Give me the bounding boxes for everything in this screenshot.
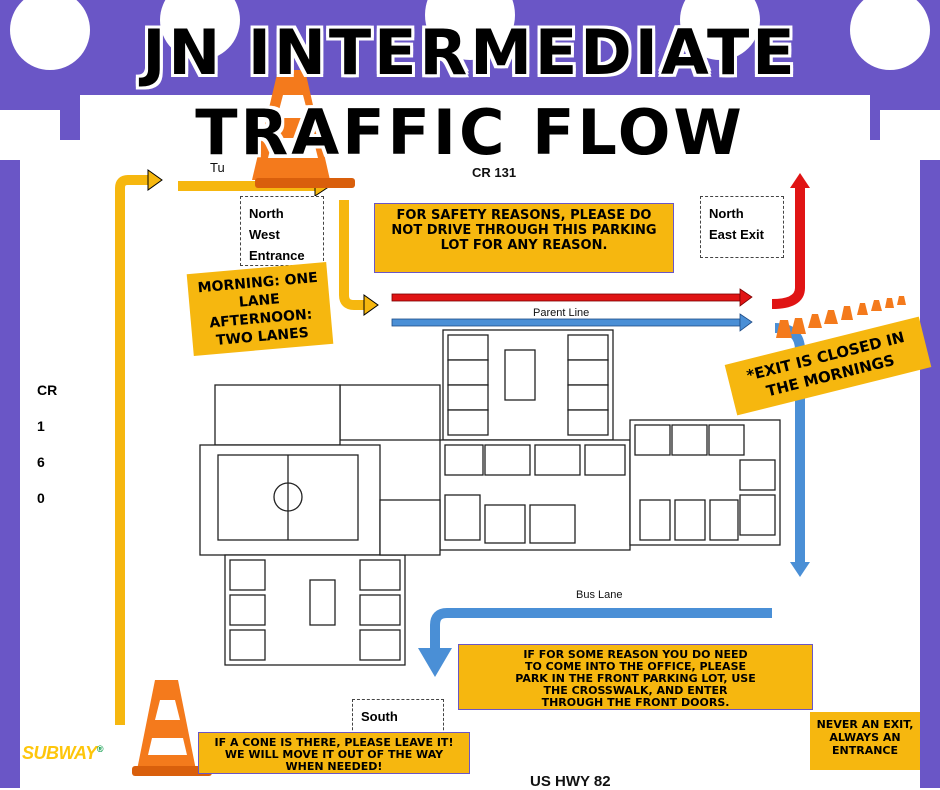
lanes-note: MORNING: ONE LANE AFTERNOON: TWO LANES — [186, 262, 334, 356]
subway-logo: SUBWAY® — [22, 743, 103, 763]
south-entrance-box: South — [352, 699, 444, 735]
school-floor-plan — [199, 329, 781, 666]
road-label-north-partial: Tu — [210, 160, 225, 175]
road-label-south: US HWY 82 — [530, 773, 611, 790]
traffic-cone-icon — [132, 680, 212, 776]
page-title: JN INTERMEDIATE — [142, 16, 798, 89]
office-note: IF FOR SOME REASON YOU DO NEED TO COME I… — [458, 644, 813, 710]
traffic-cone-icon — [252, 70, 355, 188]
road-label-north: CR 131 — [472, 165, 517, 180]
parent-line-label: Parent Line — [533, 307, 590, 319]
red-route-arrow — [391, 173, 810, 309]
small-cone-row-icon — [776, 296, 906, 338]
bus-lane-label: Bus Lane — [576, 589, 623, 601]
safety-note: FOR SAFETY REASONS, PLEASE DO NOT DRIVE … — [374, 203, 674, 273]
page-subtitle: TRAFFIC FLOW — [195, 96, 745, 169]
cone-note: IF A CONE IS THERE, PLEASE LEAVE IT! WE … — [198, 732, 470, 774]
never-exit-note: NEVER AN EXIT, ALWAYS AN ENTRANCE — [810, 712, 920, 770]
